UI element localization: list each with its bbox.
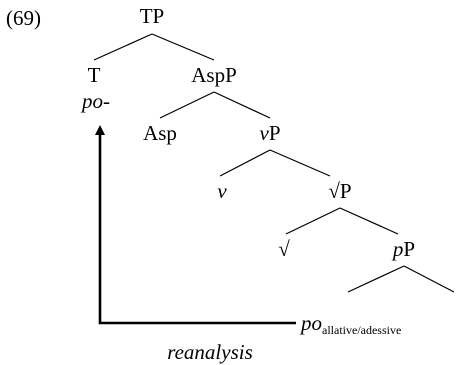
- node-vp-v: v: [259, 121, 269, 145]
- node-rootp: √P: [328, 179, 351, 203]
- branch-rootp-root: [285, 207, 341, 235]
- node-v: v: [217, 179, 227, 203]
- node-aspp: AspP: [191, 63, 237, 87]
- reanalysis-arrow: [95, 125, 296, 325]
- node-tp: TP: [140, 4, 165, 28]
- node-pp-p: p: [391, 237, 404, 261]
- branch-aspp-vp: [213, 91, 271, 119]
- node-po-allative: poallative/adessive: [299, 311, 401, 337]
- branch-tp-aspp: [151, 33, 215, 61]
- node-asp: Asp: [143, 121, 177, 145]
- branch-vp-v: [219, 149, 271, 177]
- node-t: T: [88, 63, 101, 87]
- node-pp-P: P: [403, 237, 415, 261]
- node-root: √: [278, 237, 290, 261]
- node-vp-p: P: [269, 121, 281, 145]
- node-pp: pP: [391, 237, 415, 261]
- po-stem: po: [299, 311, 322, 335]
- branch-aspp-asp: [159, 91, 215, 119]
- reanalysis-label: reanalysis: [167, 340, 253, 364]
- branch-pp-left: [347, 265, 405, 293]
- branch-rootp-pp: [339, 207, 399, 235]
- po-subscript: allative/adessive: [322, 323, 401, 337]
- branch-pp-right: [403, 265, 455, 293]
- example-number: (69): [6, 6, 41, 30]
- node-vp: vP: [259, 121, 280, 145]
- branch-tp-t: [93, 33, 153, 61]
- t-morpheme-po: po-: [80, 89, 110, 113]
- branch-vp-rootp: [269, 149, 331, 177]
